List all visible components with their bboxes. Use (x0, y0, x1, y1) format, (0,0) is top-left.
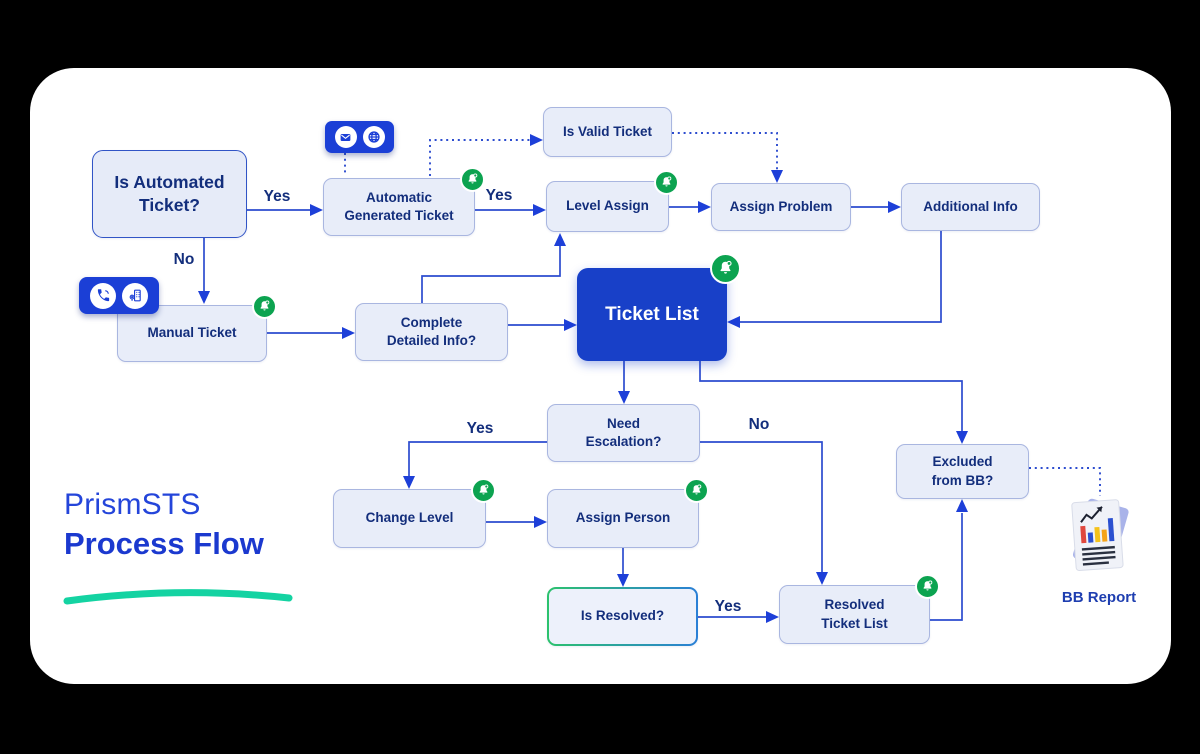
bb-report-label: BB Report (1061, 589, 1137, 606)
building-icon (122, 282, 148, 309)
node-label: Is Valid Ticket (562, 123, 653, 139)
brand-name: PrismSTS (64, 488, 201, 521)
email-icon (334, 126, 357, 148)
notification-bell-icon (471, 478, 496, 503)
auto-channels-chip (325, 121, 394, 153)
node-label: Assign Person (575, 510, 671, 526)
node-label: Automatic Generated Ticket (344, 189, 454, 223)
notification-bell-icon (684, 478, 709, 503)
notification-bell-icon (252, 294, 277, 319)
node-is-valid-ticket: Is Valid Ticket (543, 107, 672, 157)
notification-bell-icon (915, 574, 940, 599)
node-assign-person: Assign Person (547, 478, 709, 548)
node-label: Additional Info (923, 198, 1018, 214)
node-label: Change Level (365, 510, 454, 526)
node-assign-problem: Assign Problem (711, 183, 851, 231)
node-need-escalation: Need Escalation? (547, 404, 700, 462)
phone-icon (90, 282, 116, 309)
node-is-automated-ticket: Is Automated Ticket? (92, 150, 247, 238)
node-automatic-generated-ticket: Automatic Generated Ticket (323, 167, 485, 236)
edge-label-yes: Yes (714, 598, 742, 615)
node-label: Resolved Ticket List (821, 597, 888, 631)
edge-label-yes: Yes (485, 187, 513, 204)
notification-bell-icon (654, 170, 679, 195)
edge-label-no: No (173, 251, 195, 268)
node-excluded-from-bb: Excluded from BB? (896, 444, 1029, 499)
node-level-assign: Level Assign (546, 170, 679, 232)
node-change-level: Change Level (333, 478, 496, 548)
edge-label-no: No (748, 416, 770, 433)
node-is-resolved: Is Resolved? (547, 587, 698, 646)
node-label: Excluded from BB? (931, 454, 994, 488)
node-label: Is Automated Ticket? (114, 172, 225, 215)
edge-label-yes: Yes (263, 188, 291, 205)
report-document-icon (1071, 498, 1129, 571)
edge-label-yes: Yes (466, 420, 494, 437)
node-complete-detailed-info: Complete Detailed Info? (355, 303, 508, 361)
node-ticket-list: Ticket List (577, 253, 741, 361)
node-label: Ticket List (605, 303, 699, 325)
node-label: Need Escalation? (585, 415, 662, 449)
node-label: Level Assign (566, 198, 649, 214)
notification-bell-icon (710, 253, 741, 284)
node-additional-info: Additional Info (901, 183, 1040, 231)
bb-report: BB Report (1056, 494, 1142, 606)
globe-icon (362, 126, 385, 148)
notification-bell-icon (460, 167, 485, 192)
brand-title: PrismSTS Process Flow (64, 488, 264, 562)
node-resolved-ticket-list: Resolved Ticket List (779, 574, 940, 644)
node-label: Manual Ticket (147, 325, 237, 341)
brand-subtitle: Process Flow (64, 526, 264, 561)
node-label: Assign Problem (729, 198, 833, 214)
manual-channels-chip (79, 277, 159, 314)
brand-underline-swoosh (63, 589, 293, 605)
node-label: Is Resolved? (580, 608, 665, 624)
node-label: Complete Detailed Info? (386, 314, 477, 348)
node-manual-ticket: Manual Ticket (117, 294, 277, 362)
